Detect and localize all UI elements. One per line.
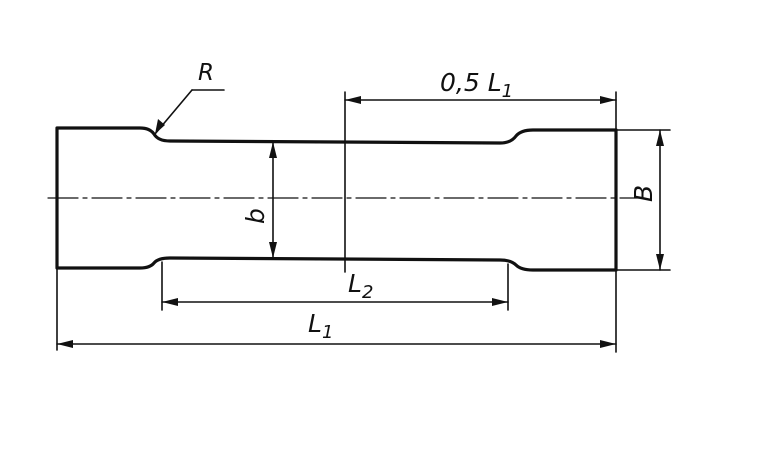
gauge-length-variable: L [348,269,362,298]
total-width-dimension [656,129,664,271]
half-length-prefix: 0,5 [440,68,488,97]
half-length-dimension [344,96,617,104]
radius-leader [154,89,225,135]
total-width-label: B [629,185,658,202]
total-length-label: L1 [308,309,333,343]
half-length-subscript: 1 [502,81,513,102]
total-length-dimension [56,340,617,348]
specimen-outline [55,126,618,272]
gauge-length-subscript: 2 [362,282,373,303]
narrow-width-label: b [241,208,270,224]
total-length-variable: L [308,309,322,338]
gauge-length-dimension [161,298,509,306]
half-length-variable: L [488,68,502,97]
radius-label: R [198,60,214,86]
total-length-subscript: 1 [322,322,333,343]
gauge-length-label: L2 [348,269,373,303]
narrow-width-dimension [269,141,277,259]
half-length-label: 0,5 L1 [440,68,513,102]
